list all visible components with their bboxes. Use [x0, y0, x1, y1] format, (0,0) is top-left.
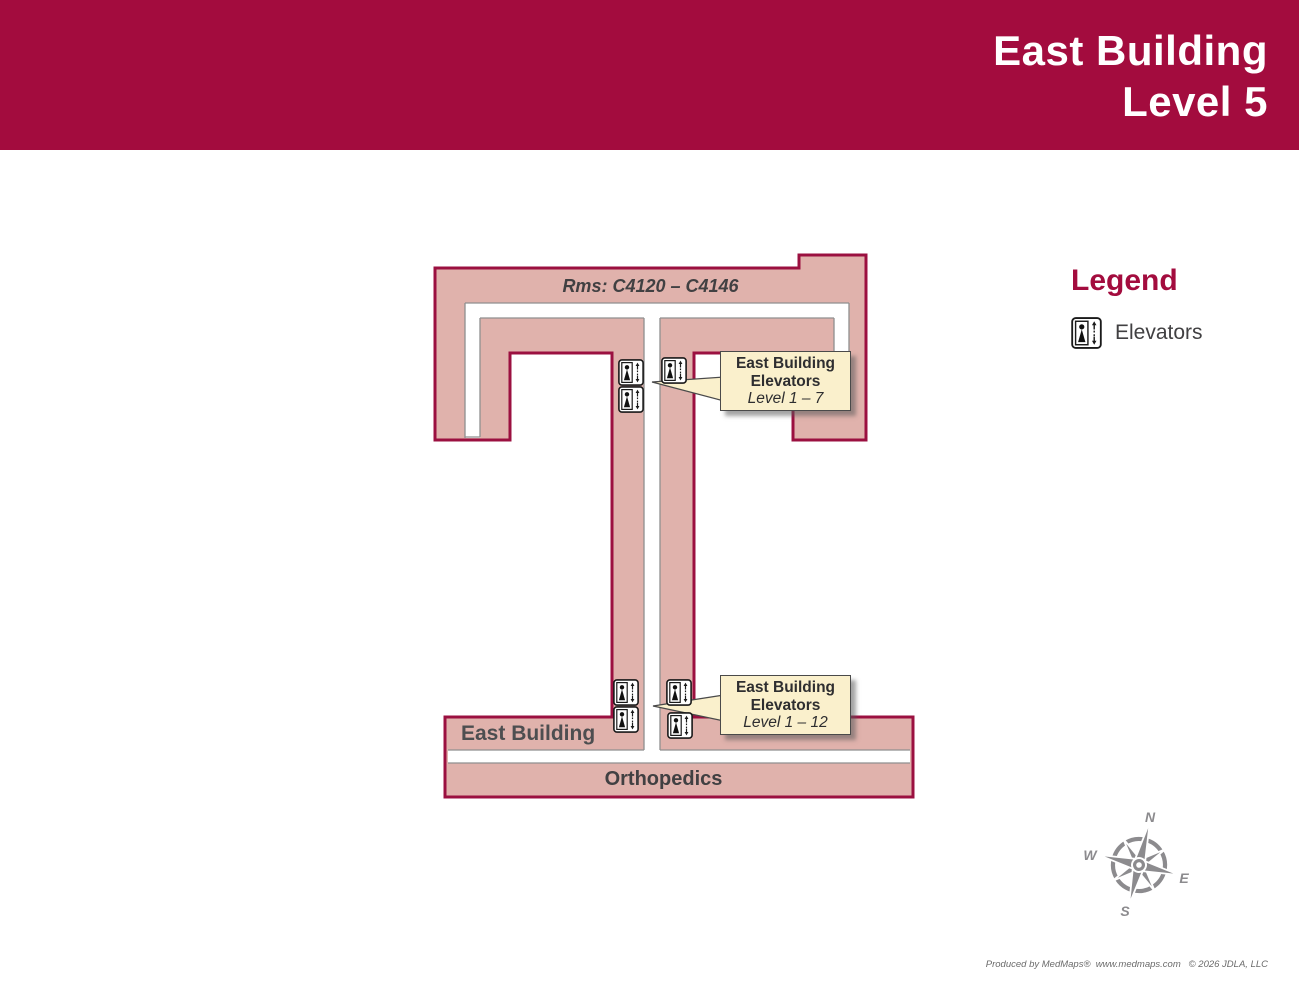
callout-line: Elevators — [750, 372, 821, 390]
legend-title: Legend — [1071, 264, 1178, 297]
elevator-icon — [618, 386, 644, 413]
header-title-line-2: Level 5 — [1122, 78, 1268, 125]
orthopedics-label: Orthopedics — [604, 768, 723, 790]
callout-line: Level 1 – 7 — [747, 390, 824, 407]
compass-south-label: S — [1120, 903, 1130, 919]
credits-text: Produced by MedMaps® www.medmaps.com © 2… — [985, 959, 1268, 970]
corridor-left-leg — [465, 303, 480, 438]
east-building-label: East Building — [461, 722, 596, 745]
corridor-borders — [448, 302, 910, 764]
callout-line: East Building — [735, 679, 836, 696]
legend-item-elevators: Elevators — [1071, 317, 1203, 349]
legend-item-label: Elevators — [1115, 321, 1203, 344]
compass-north-label: N — [1145, 809, 1156, 825]
header-banner: East Building Level 5 — [0, 0, 1299, 150]
elevator-callout-top: East Building Elevators Level 1 – 7 — [720, 351, 851, 411]
elevator-icon — [666, 679, 692, 706]
callout-line: Elevators — [750, 696, 821, 714]
callout-line: East Building — [735, 355, 836, 372]
rooms-range-label: Rms: C4120 – C4146 — [562, 276, 739, 296]
elevator-icon — [613, 679, 639, 706]
elevator-icon — [618, 359, 644, 386]
corridor-bottom — [448, 750, 910, 763]
callout-line: Level 1 – 12 — [743, 714, 828, 731]
elevator-icon — [613, 706, 639, 733]
compass-rose: N W E S — [1083, 809, 1189, 919]
header-title-line-1: East Building — [993, 27, 1268, 74]
compass-east-label: E — [1179, 870, 1189, 886]
legend: Legend Elevators — [1071, 264, 1203, 349]
corridor-central — [644, 303, 660, 750]
corridors — [448, 302, 910, 764]
elevator-icon — [1071, 317, 1102, 349]
compass-west-label: W — [1083, 847, 1098, 863]
elevator-icon — [667, 712, 693, 739]
elevator-icon — [661, 357, 687, 384]
compass-star — [1097, 821, 1181, 906]
elevator-callout-bottom: East Building Elevators Level 1 – 12 — [720, 675, 851, 735]
